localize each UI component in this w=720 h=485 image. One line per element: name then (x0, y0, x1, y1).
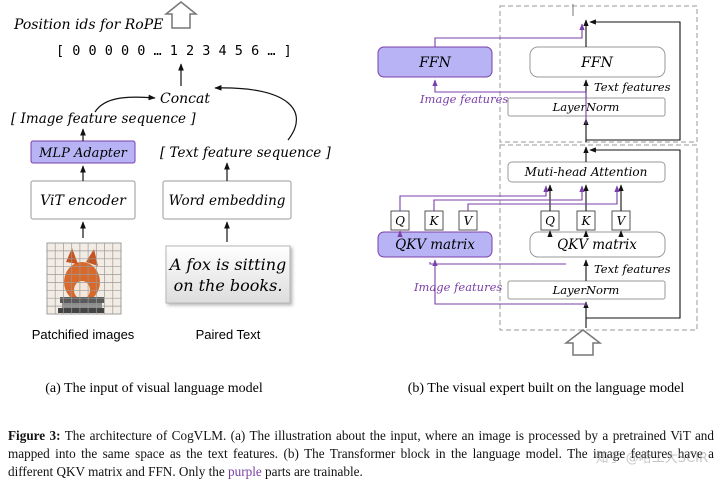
text-path-arrows (547, 19, 681, 328)
rope-title: Position ids for RoPE (13, 17, 163, 33)
mlp-adapter-label: MLP Adapter (38, 146, 128, 161)
qkv-white-box (529, 231, 666, 258)
ffn-white-box (529, 46, 666, 78)
qkv-purple-label: QKV matrix (395, 237, 475, 253)
caption-text-after: parts are trainable. (261, 464, 363, 479)
k-left-label: K (429, 214, 440, 228)
position-ids: [ 0 0 0 0 0 … 1 2 3 4 5 6 … ] (56, 43, 292, 59)
sentence-box (165, 245, 291, 304)
caption-text-before: The architecture of CogVLM. (a) The illu… (8, 428, 714, 479)
ffn-purple-label: FFN (418, 55, 451, 71)
patchified-image (46, 242, 122, 315)
caption-purple-word: purple (228, 464, 262, 479)
image-to-concat-arrow (94, 94, 156, 113)
left-panel: Position ids for RoPE [ 0 0 0 0 0 … 1 2 … (11, 1, 332, 396)
attention-label: Muti-head Attention (524, 165, 648, 179)
architecture-diagram: Position ids for RoPE [ 0 0 0 0 0 … 1 2 … (11, 1, 698, 396)
layernorm-bottom-label: LayerNorm (552, 283, 620, 297)
patchified-images-label: Patchified images (32, 327, 135, 342)
ffn-white-label: FFN (580, 55, 613, 71)
qkv-purple-box (377, 231, 493, 258)
image-features-top: Image features (419, 92, 508, 106)
figure-label: Figure 3: (8, 428, 61, 443)
k-right-label: K (581, 214, 592, 228)
text-features-bottom: Text features (594, 262, 671, 276)
sentence-line-1: A fox is sitting (168, 255, 287, 274)
subcaption-b: (b) The visual expert built on the langu… (408, 381, 685, 396)
paired-text-label: Paired Text (196, 327, 261, 342)
vit-encoder-label: ViT encoder (40, 193, 127, 209)
image-sequence-label: [ Image feature sequence ] (11, 111, 196, 127)
v-left-label: V (464, 214, 474, 228)
watermark: 知乎 @哈工大SCIR (595, 451, 708, 466)
word-embedding-label: Word embedding (169, 193, 286, 209)
sentence-line-2: on the books. (174, 276, 283, 295)
q-right-label: Q (545, 214, 555, 228)
text-sequence-label: [ Text feature sequence ] (160, 145, 332, 161)
qkv-white-label: QKV matrix (557, 237, 637, 253)
right-panel: FFN FFN Text features Image features Lay… (377, 4, 698, 396)
input-hollow-arrow-icon (563, 329, 603, 356)
image-path-arrows (397, 23, 620, 306)
output-hollow-arrow-icon (163, 1, 199, 29)
q-left-label: Q (395, 214, 405, 228)
text-to-concat-arrow (214, 84, 298, 141)
ffn-block-frame (499, 5, 698, 143)
subcaption-a: (a) The input of visual language model (45, 381, 263, 396)
v-right-label: V (617, 214, 627, 228)
image-features-bottom: Image features (413, 280, 502, 294)
figure-caption: Figure 3: The architecture of CogVLM. (a… (8, 427, 714, 481)
text-features-top: Text features (594, 80, 671, 94)
concat-label: Concat (160, 91, 210, 107)
attention-block-frame (499, 144, 698, 331)
